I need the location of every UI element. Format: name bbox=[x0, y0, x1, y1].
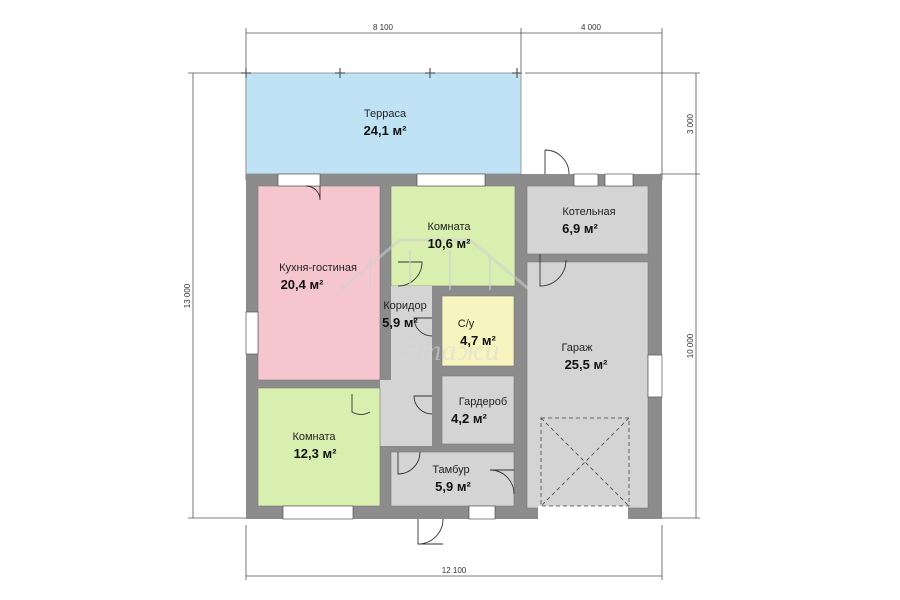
dim-top-left: 8 100 bbox=[373, 23, 394, 32]
dimension-lines bbox=[188, 28, 700, 580]
garage-area-label: 25,5 м² bbox=[565, 357, 609, 372]
boiler-name: Котельная bbox=[562, 206, 615, 218]
watermark-text: Этажи bbox=[400, 334, 500, 367]
watermark-logo: Этажи bbox=[339, 238, 531, 367]
corridor-name: Коридор bbox=[383, 300, 426, 312]
vestibule-area-label: 5,9 м² bbox=[435, 479, 471, 494]
kitchen-area-label: 20,4 м² bbox=[281, 277, 325, 292]
terrace-posts bbox=[241, 68, 522, 78]
wardrobe-name: Гардероб bbox=[459, 396, 507, 408]
bathroom-area-label: 4,7 м² bbox=[460, 333, 496, 348]
room-top-area-label: 10,6 м² bbox=[428, 236, 472, 251]
kitchen-living-room bbox=[257, 185, 381, 381]
garage-gate-opening bbox=[538, 506, 628, 519]
wardrobe-area-label: 4,2 м² bbox=[451, 411, 487, 426]
room-bottom-name: Комната bbox=[292, 431, 336, 443]
bathroom-name: С/у bbox=[458, 318, 475, 330]
dim-bottom: 12 100 bbox=[442, 566, 467, 575]
bathroom bbox=[441, 295, 515, 367]
dim-top-right: 4 000 bbox=[581, 23, 602, 32]
terrace-name: Терраса bbox=[364, 108, 407, 120]
dim-right-top: 3 000 bbox=[686, 113, 695, 134]
terrace-area bbox=[245, 72, 522, 175]
boiler-area-label: 6,9 м² bbox=[562, 221, 598, 236]
room-top-name: Комната bbox=[427, 221, 471, 233]
garage-name: Гараж bbox=[561, 342, 593, 354]
room-bottom bbox=[257, 387, 381, 507]
dimension-labels: 8 100 4 000 12 100 13 000 3 000 10 000 bbox=[183, 23, 695, 575]
dim-left: 13 000 bbox=[183, 283, 192, 308]
garage-pit-symbol bbox=[540, 417, 630, 507]
wardrobe bbox=[441, 375, 515, 445]
garage bbox=[526, 261, 649, 509]
vestibule bbox=[390, 451, 515, 507]
boiler-room bbox=[526, 185, 649, 255]
corridor-lower bbox=[380, 380, 432, 446]
kitchen-name: Кухня-гостиная bbox=[279, 262, 357, 274]
terrace-area-label: 24,1 м² bbox=[364, 123, 408, 138]
room-labels: Терраса 24,1 м² Кухня-гостиная 20,4 м² К… bbox=[279, 108, 616, 494]
corridor-area-label: 5,9 м² bbox=[382, 315, 418, 330]
windows bbox=[245, 173, 663, 520]
room-top bbox=[390, 185, 516, 287]
vestibule-name: Тамбур bbox=[432, 464, 469, 476]
room-bottom-area-label: 12,3 м² bbox=[294, 446, 338, 461]
doors bbox=[305, 149, 570, 545]
dim-right-bottom: 10 000 bbox=[686, 333, 695, 358]
